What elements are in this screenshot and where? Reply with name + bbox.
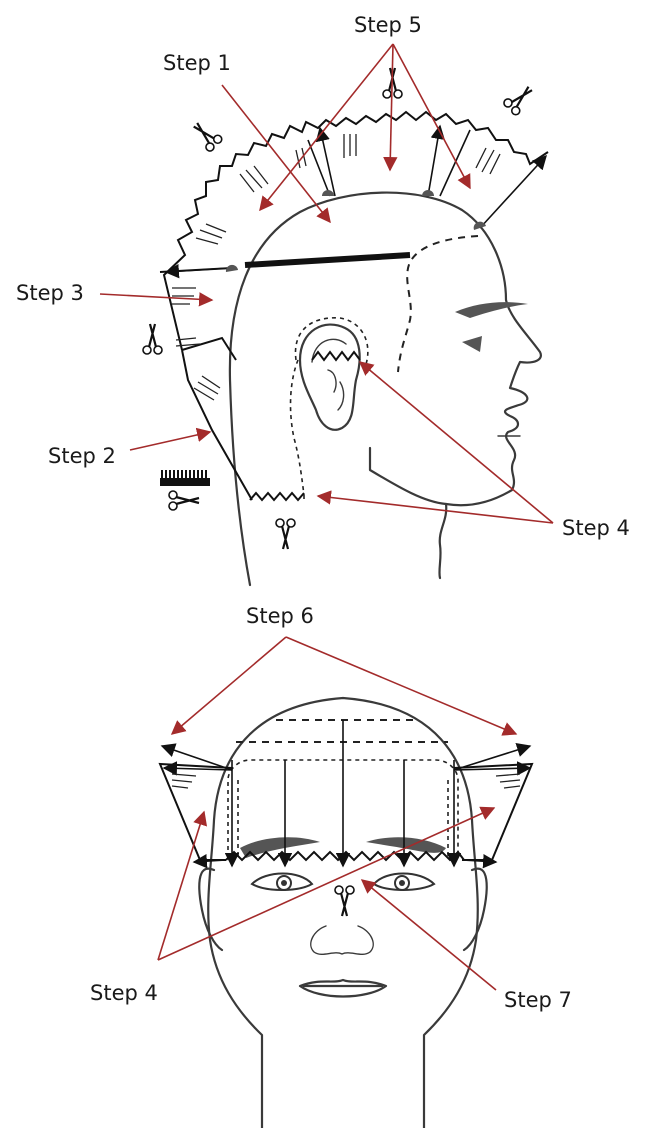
front-ear-right bbox=[464, 869, 487, 950]
side-ear-zigzag bbox=[312, 352, 360, 360]
label-step4-front: Step 4 bbox=[90, 981, 158, 1005]
side-ear-inner bbox=[312, 339, 346, 410]
step5-arrow bbox=[390, 44, 393, 170]
side-nape-zigzag bbox=[250, 493, 304, 500]
scissors-icon bbox=[169, 491, 199, 510]
front-flare-hatching bbox=[172, 774, 520, 788]
step4-arrow bbox=[318, 496, 553, 523]
label-step5: Step 5 bbox=[354, 13, 422, 37]
step3-arrow bbox=[100, 294, 212, 300]
label-step2: Step 2 bbox=[48, 444, 116, 468]
front-view: Step 6 Step 4 Step 7 bbox=[90, 604, 572, 1128]
side-lower-section bbox=[182, 338, 252, 500]
side-guide-bar bbox=[245, 255, 410, 265]
label-step1: Step 1 bbox=[163, 51, 231, 75]
front-eyebrow-right bbox=[366, 837, 446, 853]
side-neck-front bbox=[439, 504, 446, 578]
side-ear bbox=[300, 325, 360, 430]
side-neck-guide bbox=[291, 360, 304, 495]
side-view: Step 1 Step 5 Step 3 Step 2 Step 4 bbox=[16, 13, 630, 585]
step5-arrow bbox=[393, 44, 470, 188]
step4-front-arrow bbox=[158, 812, 204, 960]
front-eye-right bbox=[374, 874, 434, 891]
side-eye bbox=[462, 336, 482, 352]
front-fringe-zigzag bbox=[226, 852, 464, 860]
front-mouth bbox=[300, 980, 386, 997]
comb-icon bbox=[160, 470, 210, 486]
side-angle-marker bbox=[322, 190, 334, 196]
step4-arrow bbox=[360, 362, 553, 523]
scissors-icon bbox=[143, 324, 162, 354]
scissors-icon bbox=[189, 118, 224, 153]
scissors-icon bbox=[276, 519, 295, 549]
front-flare-arrow bbox=[194, 860, 226, 862]
label-step3: Step 3 bbox=[16, 281, 84, 305]
front-eye-left bbox=[252, 874, 312, 891]
scissors-icon bbox=[335, 886, 354, 916]
label-step6: Step 6 bbox=[246, 604, 314, 628]
step2-arrow bbox=[130, 432, 210, 450]
side-elevation-line bbox=[480, 156, 546, 228]
side-elevation-line bbox=[308, 140, 330, 196]
label-step7: Step 7 bbox=[504, 988, 572, 1012]
label-step4-side: Step 4 bbox=[562, 516, 630, 540]
front-right-flare bbox=[454, 764, 532, 860]
side-angle-marker bbox=[422, 190, 434, 196]
side-elevation-line bbox=[166, 268, 230, 272]
side-eyebrow bbox=[455, 302, 528, 318]
front-ear-left bbox=[199, 869, 222, 950]
front-nose bbox=[311, 926, 373, 954]
side-elevation-line bbox=[320, 128, 335, 196]
side-elevation-line bbox=[428, 126, 440, 196]
side-angle-marker bbox=[226, 265, 238, 272]
scissors-icon bbox=[502, 82, 537, 117]
